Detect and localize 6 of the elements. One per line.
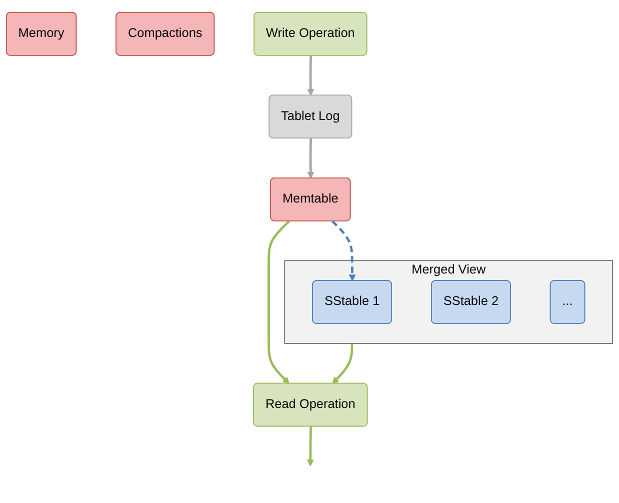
- arrow: [306, 426, 314, 467]
- arrow: [307, 56, 314, 96]
- arrow: [332, 344, 354, 384]
- arrow: [332, 220, 356, 282]
- arrow: [307, 138, 314, 179]
- arrow: [268, 220, 290, 384]
